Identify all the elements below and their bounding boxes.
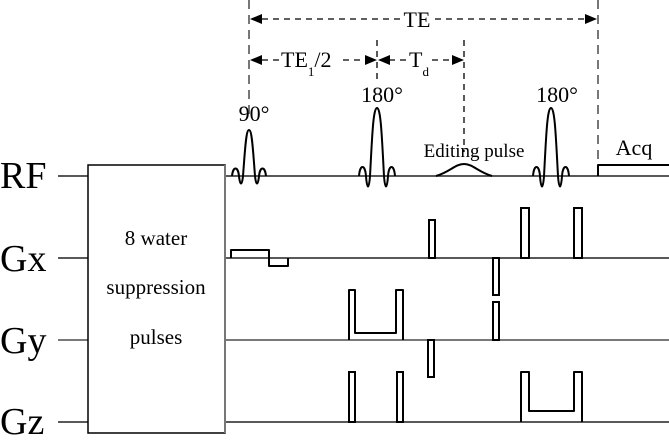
gx-crusher-4 bbox=[573, 207, 583, 259]
gy-slice-select-180-1 bbox=[348, 289, 404, 340]
rf-label-180-1: 180° bbox=[361, 82, 403, 107]
rf-pulse-180-1 bbox=[358, 107, 396, 188]
rf-label-editing: Editing pulse bbox=[424, 141, 525, 162]
gx-rephase-lobe bbox=[268, 258, 289, 267]
te-arrowhead-right bbox=[585, 14, 597, 24]
rf-editing-pulse bbox=[435, 163, 493, 177]
gx-crusher-2 bbox=[492, 257, 500, 296]
rf-pulses: 90° 180° Editing pulse 180° Acq bbox=[231, 82, 669, 188]
box-text-line3: pulses bbox=[130, 325, 183, 349]
channel-label-gz: Gz bbox=[0, 401, 44, 443]
box-text-line1: 8 water bbox=[125, 226, 187, 250]
timing-annotations: TE TE1/2 Td bbox=[248, 0, 599, 165]
gx-gradients bbox=[230, 207, 583, 296]
box-text-line2: suppression bbox=[106, 275, 206, 299]
te1-label: TE1/2 bbox=[281, 47, 332, 79]
td-arrowhead-right bbox=[452, 55, 464, 65]
water-suppression-box bbox=[87, 164, 226, 434]
te1-label-sub: 1 bbox=[308, 64, 315, 79]
gy-crusher-1 bbox=[492, 301, 500, 341]
gy-gradients bbox=[348, 289, 500, 378]
te1-arrowhead-left bbox=[250, 55, 262, 65]
gz-slice-select-180-2 bbox=[520, 371, 583, 422]
rf-acquisition-window bbox=[597, 164, 669, 176]
te1-arrowhead-right bbox=[365, 55, 377, 65]
channel-label-rf: RF bbox=[0, 155, 46, 197]
gx-crusher-1 bbox=[428, 219, 436, 259]
gx-slice-select-lobe bbox=[230, 249, 270, 258]
gz-crusher-2 bbox=[396, 371, 404, 423]
water-suppression-block: 8 water suppression pulses bbox=[87, 164, 226, 434]
te-label: TE bbox=[404, 7, 431, 32]
rf-label-acq: Acq bbox=[616, 135, 653, 160]
gy-crusher-2 bbox=[427, 339, 435, 378]
gz-gradients bbox=[348, 371, 583, 423]
te1-label-suffix: /2 bbox=[314, 47, 331, 72]
channel-label-gy: Gy bbox=[0, 320, 46, 362]
td-label-main: T bbox=[409, 47, 423, 72]
rf-label-180-2: 180° bbox=[536, 82, 578, 107]
rf-pulse-180-2 bbox=[532, 107, 570, 188]
gx-crusher-3 bbox=[520, 207, 530, 259]
rf-label-90: 90° bbox=[239, 101, 270, 126]
te1-label-main: TE bbox=[281, 47, 308, 72]
td-label: Td bbox=[409, 47, 429, 79]
td-label-sub: d bbox=[422, 64, 429, 79]
channel-label-gx: Gx bbox=[0, 238, 46, 280]
rf-pulse-90 bbox=[231, 129, 267, 185]
te-arrowhead-left bbox=[250, 14, 262, 24]
gz-crusher-1 bbox=[348, 371, 356, 423]
td-arrowhead-left bbox=[378, 55, 390, 65]
